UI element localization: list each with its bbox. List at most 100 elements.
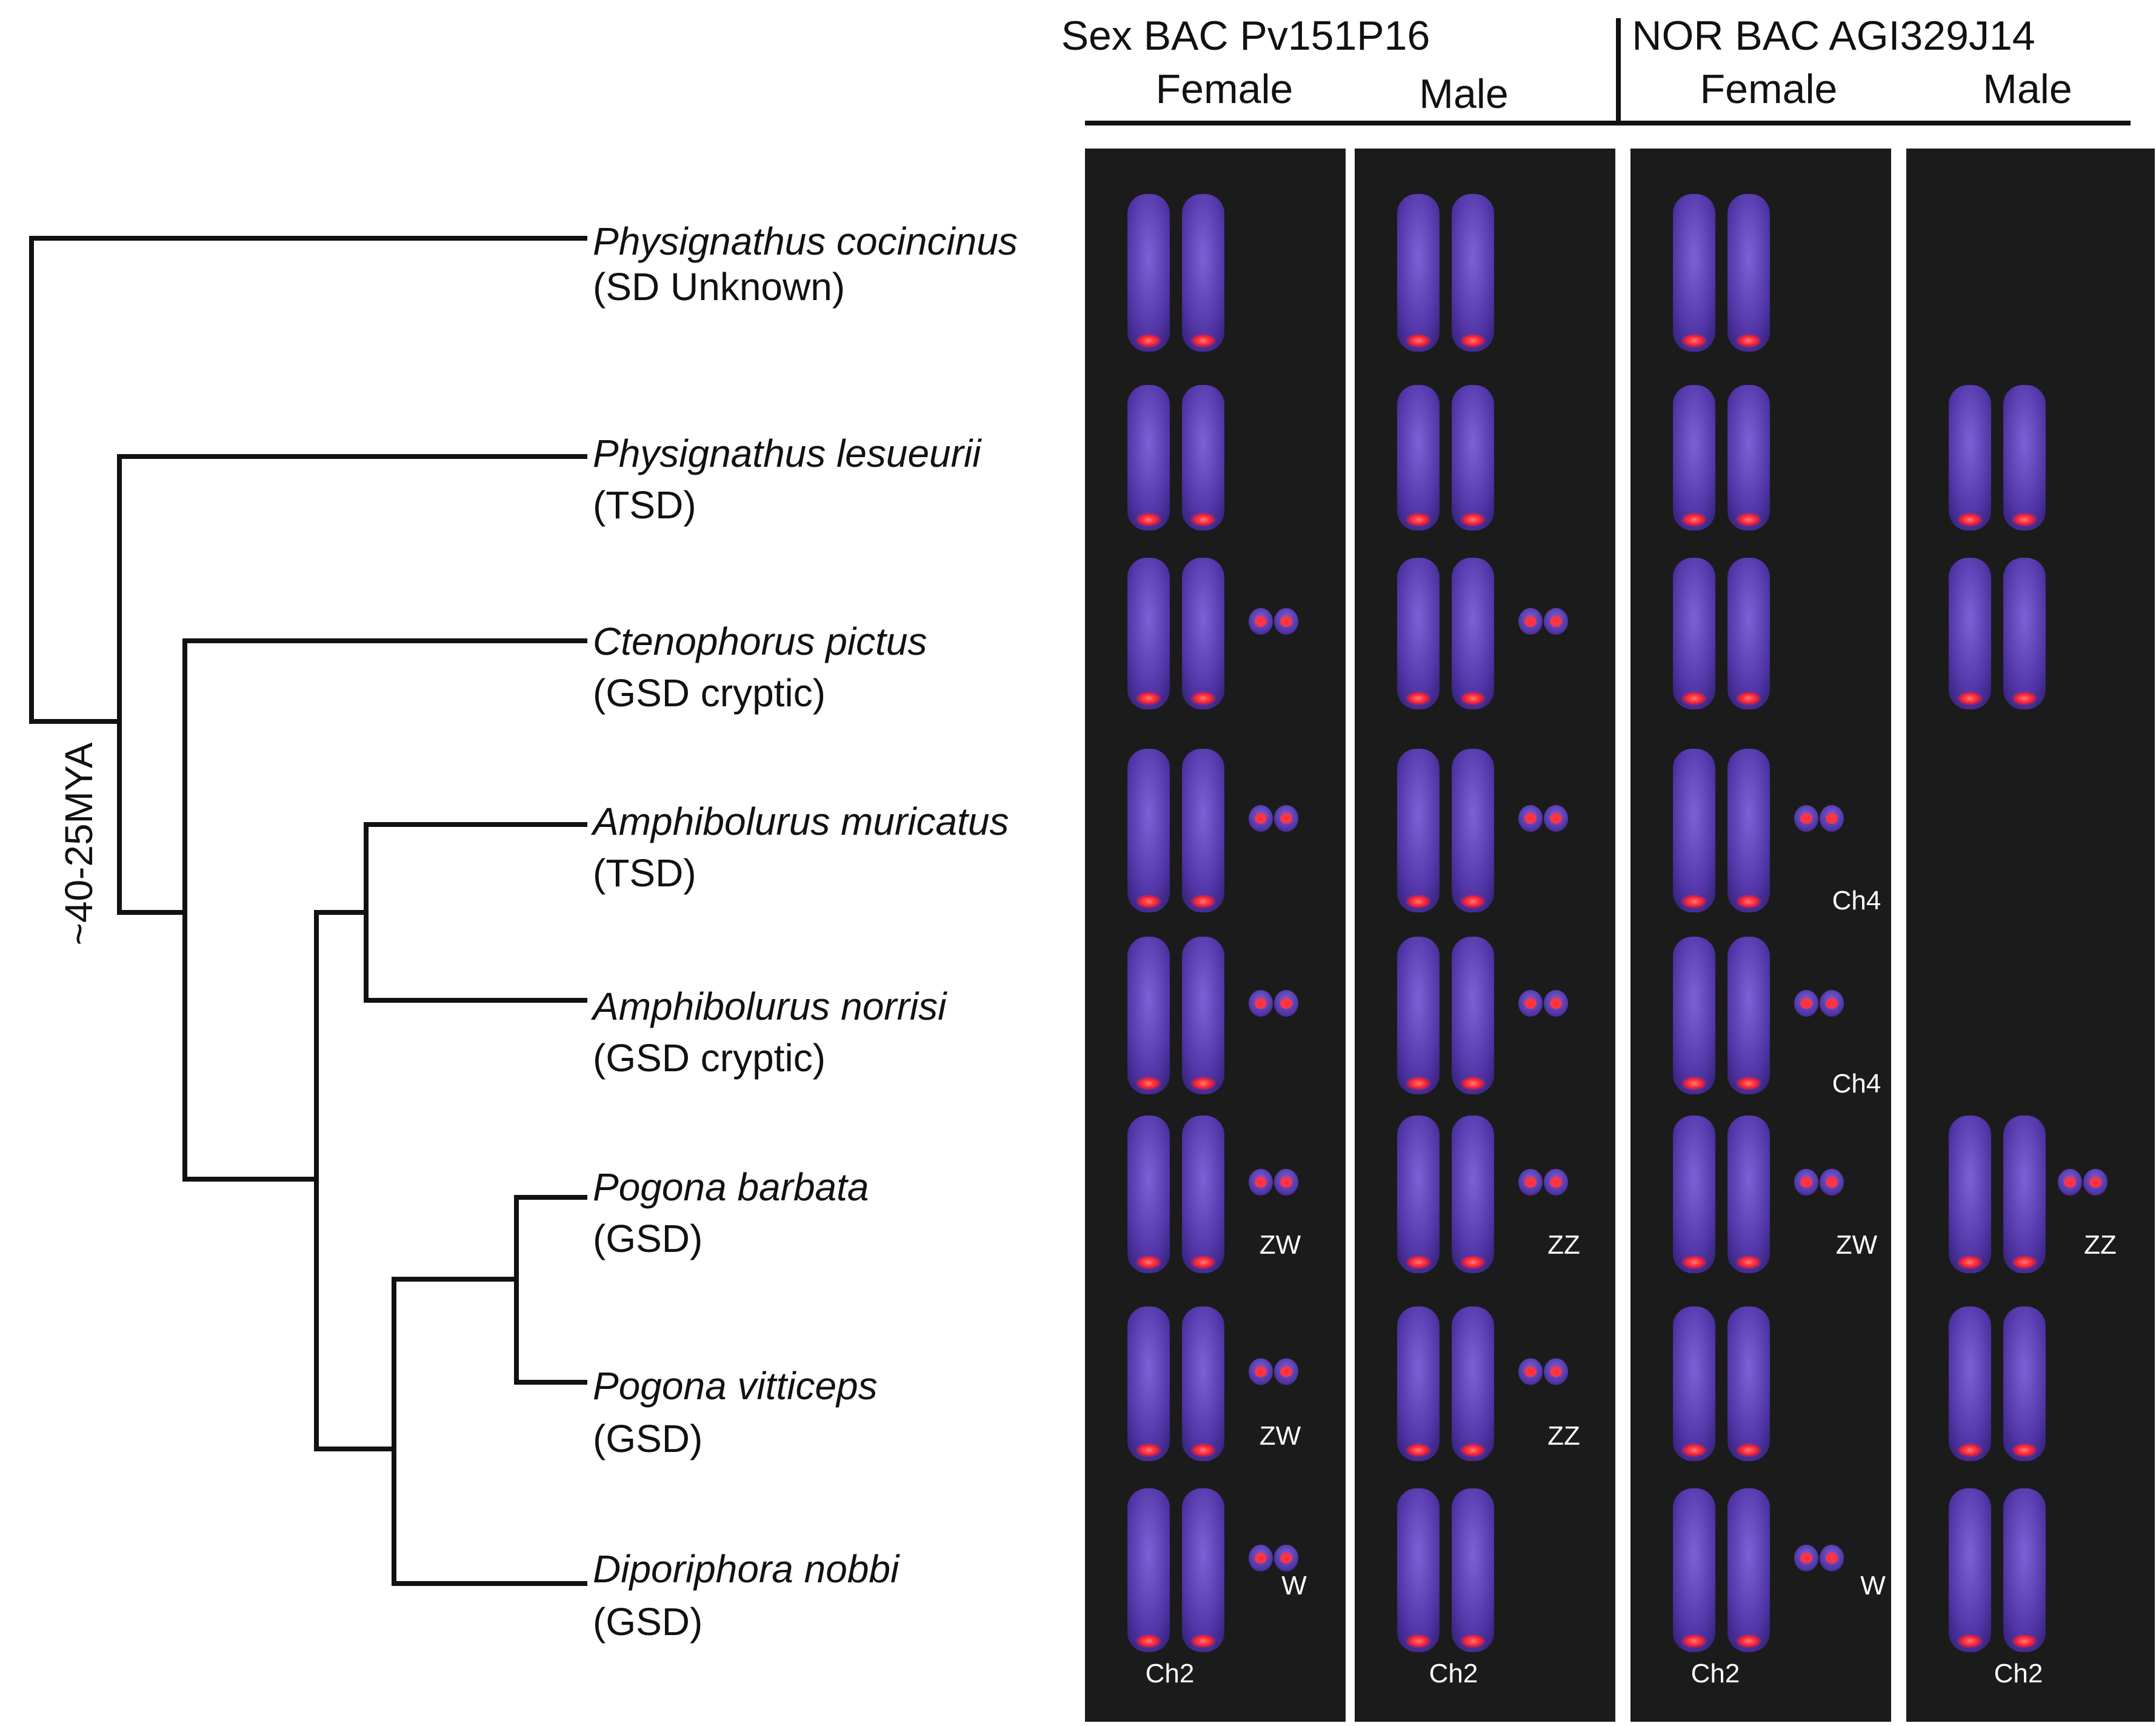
- sd-label: (GSD): [593, 1217, 703, 1260]
- fish-signal: [1800, 1553, 1812, 1564]
- fish-signal: [1957, 1634, 1983, 1648]
- sex-bac-title: Sex BAC Pv151P16: [1061, 13, 1430, 59]
- fish-signal: [1190, 333, 1217, 348]
- zw-label: ZW: [1260, 1230, 1301, 1260]
- chromosome: [1397, 1306, 1440, 1461]
- fish-signal: [1735, 894, 1762, 909]
- chromosome: [1452, 1116, 1494, 1273]
- chromosome: [1452, 1306, 1494, 1461]
- zz-label: ZZ: [1547, 1421, 1580, 1451]
- fish-signal: [2011, 1443, 2038, 1457]
- fish-signal: [2064, 1177, 2076, 1188]
- chromosome: [1182, 558, 1224, 709]
- ch2-label: Ch2: [1994, 1659, 2043, 1688]
- divergence-age-label: ~40-25MYA: [57, 742, 101, 945]
- fish-signal: [1681, 1443, 1707, 1457]
- fish-signal: [1405, 1443, 1432, 1457]
- fish-signal: [1255, 1366, 1267, 1377]
- chromosome: [2003, 1116, 2046, 1273]
- species-name: Physignathus lesueurii: [593, 432, 982, 475]
- fish-signal: [1135, 894, 1162, 909]
- fish-signal: [1524, 1177, 1537, 1188]
- chromosome: [1397, 937, 1440, 1094]
- micrograph-panel: [1906, 149, 2155, 1722]
- chromosome: [1452, 194, 1494, 352]
- chromosome: [2003, 1306, 2046, 1461]
- fish-signal: [1135, 691, 1162, 706]
- chromosome: [1949, 1306, 1991, 1461]
- micrograph-panel: [1630, 149, 1891, 1722]
- chromosome: [1673, 385, 1715, 530]
- fish-signal: [1190, 1255, 1217, 1269]
- chromosome: [1182, 194, 1224, 352]
- species-name: Pogona barbata: [593, 1165, 869, 1209]
- chromosome: [1127, 385, 1170, 530]
- chromosome: [1727, 558, 1770, 709]
- zz-label: ZZ: [2084, 1230, 2117, 1260]
- fish-signal: [1735, 1443, 1762, 1457]
- chromosome: [1727, 1306, 1770, 1461]
- species-name: Pogona vitticeps: [593, 1364, 878, 1408]
- chromosome: [1397, 1488, 1440, 1652]
- fish-signal: [1524, 998, 1537, 1009]
- chromosome: [1397, 558, 1440, 709]
- fish-signal: [1735, 512, 1762, 527]
- fish-signal: [1550, 1366, 1562, 1377]
- column-header: Sex BAC Pv151P16 NOR BAC AGI329J14 Femal…: [1061, 13, 2131, 125]
- fish-signal: [1735, 1076, 1762, 1091]
- sd-label: (SD Unknown): [593, 265, 845, 309]
- fish-signal: [1255, 616, 1267, 627]
- fish-signal: [1524, 813, 1537, 824]
- fish-signal: [1550, 616, 1562, 627]
- fish-signal: [1681, 894, 1707, 909]
- chromosome: [1727, 1488, 1770, 1652]
- chromosome: [1673, 1116, 1715, 1273]
- zw-label: ZW: [1260, 1421, 1301, 1451]
- fish-signal: [2011, 1634, 2038, 1648]
- chromosome: [1727, 385, 1770, 530]
- fish-signal: [1735, 1255, 1762, 1269]
- fish-signal: [1800, 813, 1812, 824]
- zw-label: ZW: [1836, 1230, 1878, 1260]
- chromosome: [1127, 558, 1170, 709]
- fish-signal: [1280, 1553, 1292, 1564]
- fish-signal: [1280, 1177, 1292, 1188]
- chromosome: [1949, 1488, 1991, 1652]
- fish-signal: [1280, 813, 1292, 824]
- chromosome: [1452, 749, 1494, 912]
- fish-signal: [1826, 998, 1838, 1009]
- chromosome: [1397, 1116, 1440, 1273]
- nor-bac-title: NOR BAC AGI329J14: [1632, 13, 2035, 59]
- fish-signal: [1681, 512, 1707, 527]
- fish-signal: [2089, 1177, 2101, 1188]
- chromosome: [1727, 1116, 1770, 1273]
- species-name: Ctenophorus pictus: [593, 620, 927, 663]
- ch2-label: Ch2: [1146, 1659, 1195, 1688]
- chromosome: [1127, 937, 1170, 1094]
- fish-signal: [1135, 1255, 1162, 1269]
- fish-signal: [1460, 1634, 1486, 1648]
- fish-signal: [1460, 894, 1486, 909]
- sd-label: (TSD): [593, 483, 696, 527]
- w-label: W: [1281, 1571, 1307, 1601]
- fish-signal: [1190, 512, 1217, 527]
- species-name: Diporiphora nobbi: [593, 1547, 900, 1591]
- chromosome: [1182, 1488, 1224, 1652]
- col-label-nor-female: Female: [1700, 66, 1838, 112]
- fish-signal: [1135, 333, 1162, 348]
- chromosome: [1127, 1306, 1170, 1461]
- fish-signal: [1681, 1076, 1707, 1091]
- fish-signal: [1255, 1553, 1267, 1564]
- fish-signal: [1405, 691, 1432, 706]
- chromosome: [1452, 385, 1494, 530]
- col-label-nor-male: Male: [1983, 66, 2072, 112]
- zz-label: ZZ: [1547, 1230, 1580, 1260]
- micrograph-panel: [1355, 149, 1615, 1722]
- fish-signal: [1190, 1076, 1217, 1091]
- fish-signal: [1460, 333, 1486, 348]
- fish-signal: [1405, 1634, 1432, 1648]
- fish-signal: [1681, 1255, 1707, 1269]
- chromosome: [1727, 937, 1770, 1094]
- col-label-sex-male: Male: [1419, 71, 1508, 117]
- panel-labels: Ch4 Ch4 ZW ZZ ZW ZZ ZW ZZ W W Ch2 Ch2 Ch…: [1146, 886, 2117, 1688]
